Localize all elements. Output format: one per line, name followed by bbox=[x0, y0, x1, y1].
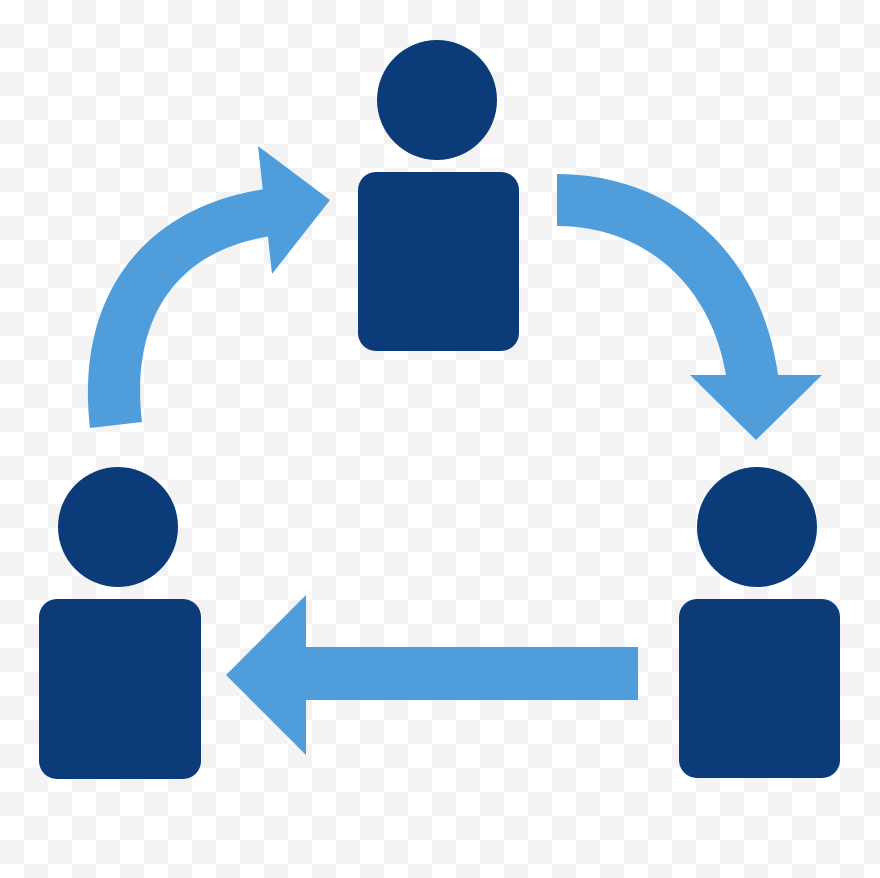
curved-arrow-top-right-icon bbox=[557, 174, 822, 440]
straight-arrow-bottom-icon bbox=[226, 595, 638, 755]
arrow-left-top-shaft bbox=[87, 188, 272, 428]
person-top-body bbox=[358, 172, 519, 351]
arrow-bottom-shaft bbox=[305, 647, 638, 700]
person-top-icon bbox=[358, 40, 519, 351]
arrow-top-right-shaft bbox=[557, 174, 778, 375]
person-left-body bbox=[39, 599, 201, 779]
person-right-body bbox=[679, 599, 840, 778]
person-right-head bbox=[697, 467, 817, 587]
curved-arrow-left-top-icon bbox=[87, 146, 330, 428]
person-left-head bbox=[58, 467, 178, 587]
arrow-bottom-head bbox=[226, 595, 306, 755]
arrow-top-right-head bbox=[690, 375, 822, 440]
person-left-icon bbox=[39, 467, 201, 779]
person-top-head bbox=[377, 40, 497, 160]
arrow-left-top-head bbox=[258, 146, 330, 274]
person-right-icon bbox=[679, 467, 840, 778]
